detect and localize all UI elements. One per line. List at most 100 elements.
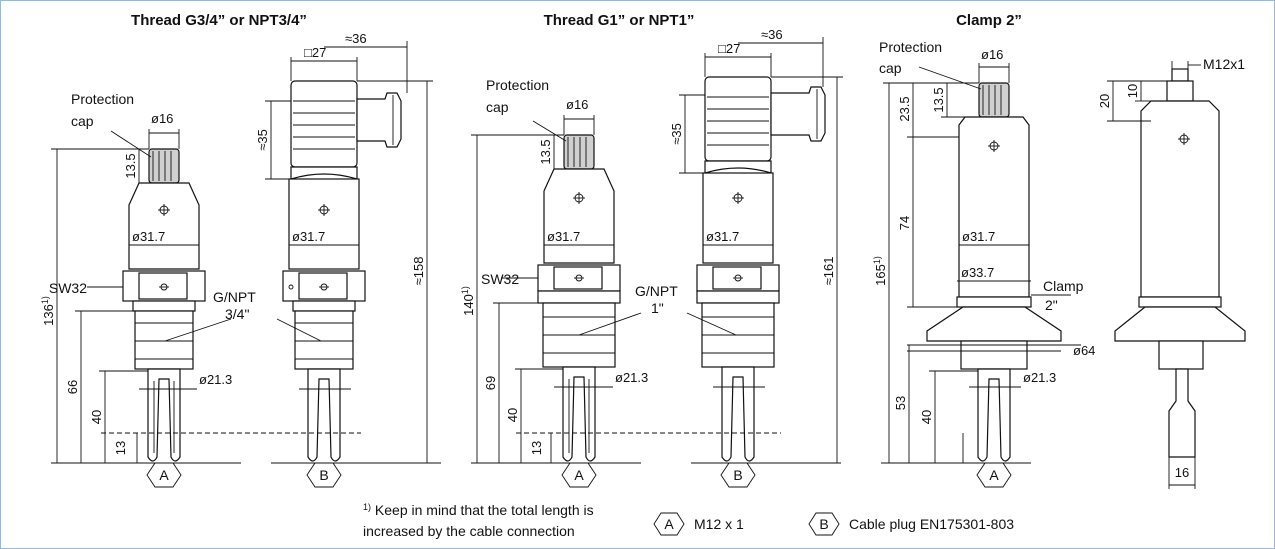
tuning-fork	[562, 366, 596, 462]
dim-135-2: 13.5	[538, 139, 553, 164]
marker-a-2-text: A	[574, 467, 584, 483]
dim-approx158: ≈158	[411, 257, 426, 286]
marker-b-1: B	[306, 462, 342, 488]
sensor-clamp-m12	[926, 82, 1062, 462]
dim-d317-1: ø31.7	[132, 229, 165, 244]
dim-136: 1361)	[40, 296, 56, 326]
protection-cap	[563, 134, 595, 170]
dim-13-1: 13	[113, 441, 128, 455]
legend-a: A M12 x 1	[653, 512, 744, 536]
dim-approx35-1: ≈35	[255, 129, 270, 151]
legend-b: B Cable plug EN175301-803	[808, 512, 1014, 536]
marker-a-1: A	[146, 462, 182, 488]
clamp-ring	[956, 296, 1032, 308]
sensor-thread34-cable-plug	[282, 80, 402, 462]
housing	[543, 168, 615, 264]
dim-135-3: 13.5	[931, 87, 946, 112]
dim-d317-3: ø31.7	[547, 229, 580, 244]
label-cap-3: cap	[879, 60, 902, 76]
marker-a-3: A	[976, 462, 1012, 488]
dim-40-1: 40	[89, 410, 104, 424]
dim-d317-5: ø31.7	[962, 229, 995, 244]
dim-40-2: 40	[505, 408, 520, 422]
label-cap-1: cap	[71, 113, 94, 129]
dim-40-3: 40	[919, 410, 934, 424]
plug-housing	[290, 80, 358, 168]
housing	[288, 178, 360, 270]
footnote-line2: increased by the cable connection	[363, 523, 575, 539]
dim-74: 74	[897, 216, 912, 230]
dim-140: 1401)	[460, 286, 476, 316]
dim-d213-2: ø21.3	[615, 370, 648, 385]
dim-66: 66	[65, 380, 80, 394]
dim-10: 10	[1125, 84, 1140, 98]
protection-cap	[978, 82, 1010, 118]
label-protection-3: Protection	[879, 39, 942, 55]
sensor-clamp-side	[1114, 68, 1246, 458]
marker-a-2: A	[561, 462, 597, 488]
dim-d213-1: ø21.3	[199, 372, 232, 387]
protection-cap	[148, 148, 180, 184]
tuning-fork-side	[1168, 368, 1196, 458]
label-sw32-2b: SW32	[481, 271, 519, 287]
dim-sq27-2: □27	[718, 41, 740, 56]
legend-b-marker: B	[819, 516, 828, 532]
tuning-fork	[147, 368, 181, 462]
tuning-fork	[721, 366, 755, 462]
dim-d337: ø33.7	[961, 265, 994, 280]
label-sw32-1: SW32	[49, 280, 87, 296]
dim-135-1: 13.5	[123, 153, 138, 178]
dim-approx36-2: ≈36	[761, 27, 783, 42]
dim-53: 53	[893, 396, 908, 410]
housing	[1140, 100, 1220, 298]
label-protection-2: Protection	[486, 77, 549, 93]
dim-69: 69	[483, 376, 498, 390]
dim-d16-3: ø16	[981, 47, 1003, 62]
dim-sq27-1: □27	[304, 45, 326, 60]
cable-gland	[770, 86, 826, 142]
tuning-fork	[307, 368, 341, 462]
label-size-34: 3/4"	[225, 306, 249, 322]
dim-approx161: ≈161	[821, 257, 836, 286]
clamp-flange	[1114, 306, 1246, 342]
dim-approx35-2: ≈35	[669, 123, 684, 145]
label-size-1: 1"	[651, 300, 664, 316]
title-clamp: Clamp 2”	[956, 12, 1022, 29]
dim-d64: ø64	[1073, 343, 1095, 358]
marker-a-3-text: A	[989, 467, 999, 483]
thread	[294, 310, 354, 370]
clamp-flange	[926, 306, 1062, 342]
label-gnpt-2: G/NPT	[635, 283, 678, 299]
housing	[128, 182, 200, 270]
dim-13-2: 13	[529, 441, 544, 455]
plug-housing	[704, 76, 772, 162]
label-clamp-size: 2"	[1045, 297, 1058, 313]
dim-16: 16	[1175, 465, 1189, 480]
marker-b-2-text: B	[733, 467, 742, 483]
housing	[702, 172, 774, 264]
label-m12x1: M12x1	[1203, 56, 1245, 72]
label-protection-1: Protection	[71, 91, 134, 107]
dim-20: 20	[1097, 94, 1112, 108]
title-thread-34: Thread G3/4” or NPT3/4”	[131, 12, 307, 29]
dim-d317-4: ø31.7	[706, 229, 739, 244]
label-gnpt-1: G/NPT	[213, 289, 256, 305]
marker-b-2: B	[720, 462, 756, 488]
dim-approx36-1: ≈36	[345, 31, 367, 46]
legend-a-marker: A	[664, 516, 674, 532]
dim-d16-1: ø16	[151, 111, 173, 126]
dim-235: 23.5	[897, 96, 912, 121]
sensor-thread34-m12	[122, 148, 206, 462]
sensor-thread1-m12	[537, 134, 621, 462]
label-cap-2: cap	[486, 99, 509, 115]
thread	[134, 310, 194, 370]
dim-d16-2: ø16	[566, 97, 588, 112]
dim-d317-2: ø31.7	[292, 229, 325, 244]
dim-d213-3: ø21.3	[1023, 370, 1056, 385]
footnote-line1: 1) Keep in mind that the total length is	[363, 502, 594, 518]
tuning-fork	[977, 368, 1011, 462]
m12-connector	[1166, 80, 1194, 102]
cable-gland	[356, 92, 402, 148]
marker-b-1-text: B	[319, 467, 328, 483]
